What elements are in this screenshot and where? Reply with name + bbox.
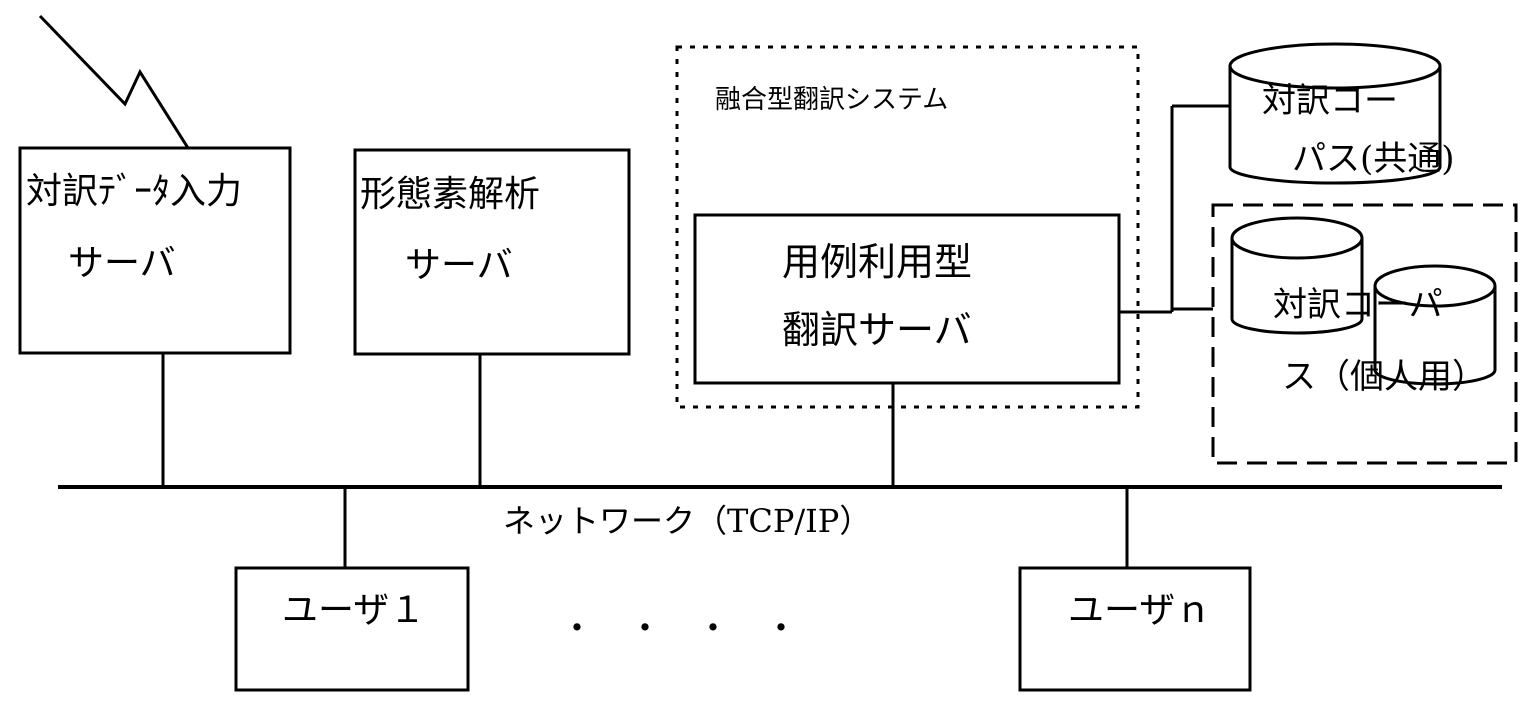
users-ellipsis: ・ ・ ・ ・ — [560, 609, 798, 649]
input-data-server-box — [18, 146, 292, 355]
user-n-box — [1018, 566, 1252, 692]
network-connectors — [161, 353, 1129, 568]
network-label: ネットワーク（TCP/IP） — [503, 502, 871, 540]
corpus-connector — [1120, 104, 1230, 314]
morph-analysis-server: 形態素解析 サーバ — [353, 148, 631, 356]
input-data-server-label-2: サーバ — [68, 243, 176, 284]
antenna-icon — [38, 14, 190, 149]
common-corpus-database: 対訳コー パス(共通) — [1228, 42, 1455, 185]
personal-corpus-boundary — [1211, 203, 1518, 465]
translation-server-label-1: 用例利用型 — [782, 240, 972, 284]
input-data-server-label-1: 対訳ﾃﾞｰﾀ入力 — [26, 171, 242, 212]
personal-corpus-label-2: ス（個人用） — [1282, 357, 1486, 397]
translation-server-box — [693, 213, 1121, 385]
morph-analysis-server-box — [353, 148, 631, 356]
personal-corpus-group: 対訳コーパ ス（個人用） — [1211, 203, 1518, 465]
common-corpus-label-2: パス(共通) — [1292, 139, 1455, 179]
user-1-box — [234, 566, 470, 692]
database-icon — [1230, 216, 1364, 335]
user-1-label: ユーザ１ — [282, 590, 425, 631]
input-data-server: 対訳ﾃﾞｰﾀ入力 サーバ — [18, 146, 292, 355]
morph-analysis-server-label-1: 形態素解析 — [360, 174, 540, 215]
translation-server-label-2: 翻訳サーバ — [782, 308, 972, 352]
database-icon — [1373, 264, 1497, 386]
user-n-label: ユーザｎ — [1068, 590, 1211, 631]
morph-analysis-server-label-2: サーバ — [405, 245, 513, 286]
common-corpus-label-1: 対訳コー — [1262, 81, 1398, 121]
fusion-system-boundary — [675, 45, 1140, 409]
fusion-translation-system: 融合型翻訳システム 用例利用型 翻訳サーバ — [675, 45, 1140, 409]
fusion-system-label: 融合型翻訳システム — [715, 85, 948, 115]
personal-corpus-label-1: 対訳コーパ — [1273, 285, 1443, 325]
database-icon — [1228, 42, 1442, 185]
user-n: ユーザｎ — [1018, 566, 1252, 692]
user-1: ユーザ１ — [234, 566, 470, 692]
